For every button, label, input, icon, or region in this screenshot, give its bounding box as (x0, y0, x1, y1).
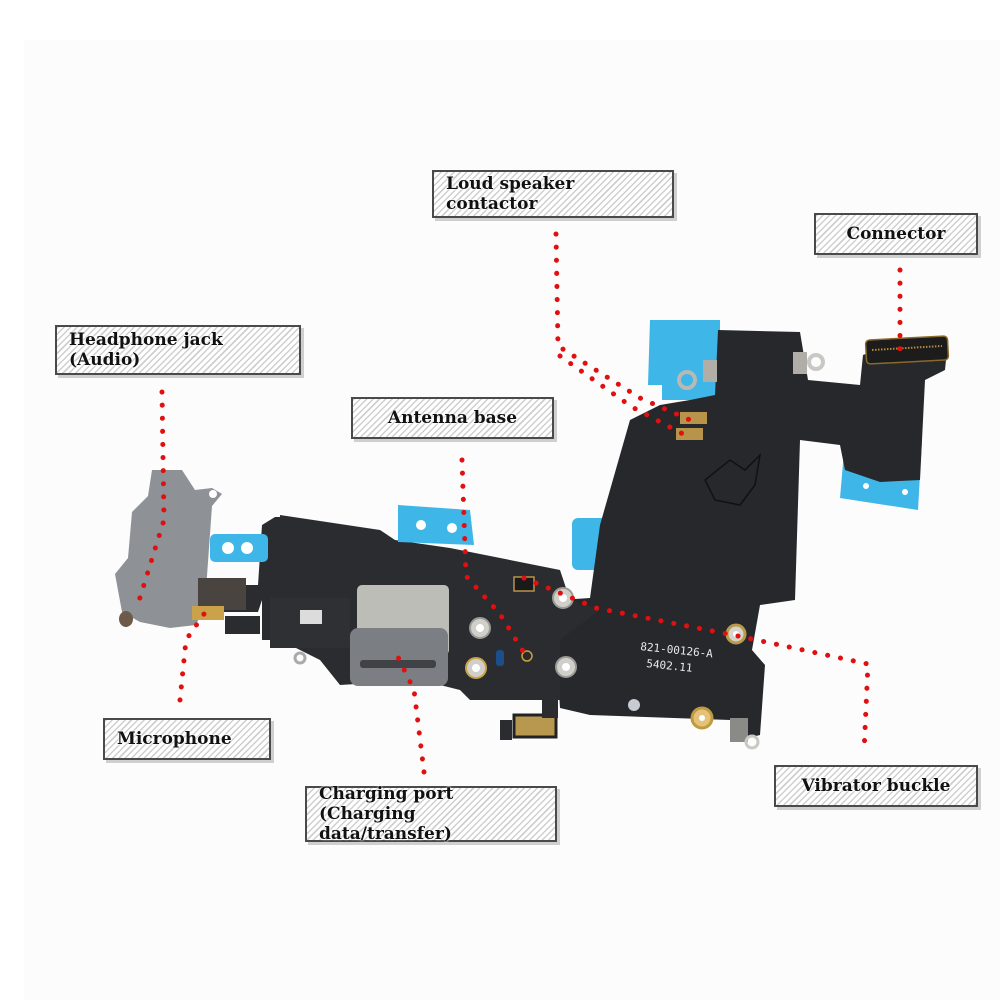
speaker-contact-pad (676, 428, 703, 440)
headphone-jack-body (115, 470, 222, 628)
vibrator-buckle-tab (730, 718, 748, 742)
label-text: Microphone (117, 729, 232, 749)
board-logo-mark (704, 452, 762, 506)
label-text: Antenna base (387, 408, 518, 428)
leader-lines (135, 231, 903, 775)
label-text: Vibrator buckle (801, 776, 951, 796)
apple-logo-icon (628, 699, 640, 711)
label-microphone: Microphone (103, 718, 271, 760)
stiffener-hole (863, 483, 869, 489)
board-connector (864, 335, 950, 365)
label-text-line2: (Charging data/transfer) (319, 804, 452, 844)
label-text: Connector (846, 224, 946, 244)
blue-stiffener-antenna (398, 505, 474, 545)
large-flex-body (555, 330, 948, 740)
bottom-microphone-module (512, 713, 558, 739)
label-loud-speaker-contactor: Loud speaker contactor (432, 170, 674, 218)
microphone-shield (198, 578, 246, 610)
blue-stiffener-top (648, 320, 720, 400)
blue-stiffener-jack (210, 534, 268, 562)
label-vibrator-buckle: Vibrator buckle (774, 765, 978, 807)
main-flex-board: 821-00126-A 5402.11 (555, 320, 950, 750)
label-headphone-jack: Headphone jack (Audio) (55, 325, 301, 375)
label-text-line1: Charging port (319, 784, 454, 804)
mount-ring (677, 370, 697, 390)
headphone-jack-section (115, 470, 350, 665)
antenna-base-connector (521, 650, 533, 662)
leader-loud-speaker (553, 231, 693, 423)
leader-charging (394, 652, 427, 775)
board-date-code: 5402.11 (646, 657, 693, 675)
label-antenna-base: Antenna base (351, 397, 554, 439)
metal-tab (703, 360, 717, 382)
label-connector: Connector (814, 213, 978, 255)
microphone-pad (192, 606, 224, 620)
label-charging-port: Charging port (Charging data/transfer) (305, 784, 557, 844)
leader-microphone (177, 611, 207, 703)
leader-vibrator (521, 575, 871, 755)
speaker-contact-pad (680, 412, 707, 424)
label-text: Loud speaker contactor (446, 174, 575, 214)
label-text: Headphone jack (Audio) (69, 330, 223, 370)
stiffener-hole (902, 489, 908, 495)
connector-pins (871, 345, 943, 351)
metal-tab (793, 352, 807, 374)
mount-ring (807, 353, 825, 371)
